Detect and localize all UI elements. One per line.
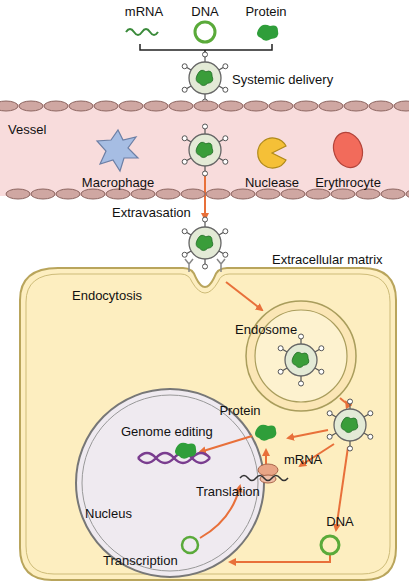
- escape-arrow: [340, 398, 346, 403]
- ligand: [223, 64, 228, 69]
- endosome-outline: [245, 300, 357, 412]
- ligand: [182, 252, 187, 257]
- particle-shell: [189, 62, 221, 94]
- nanoparticle: [182, 217, 228, 269]
- route-label: Systemic delivery: [232, 72, 333, 87]
- endocytosis-arrow: [226, 282, 262, 310]
- particle-shell: [334, 409, 366, 441]
- ligand-stem: [187, 251, 191, 254]
- cargo-core: [196, 235, 213, 250]
- blood-component-label: Nuclease: [245, 175, 299, 190]
- translation-arrow: [265, 450, 267, 464]
- node-label: Endosome: [235, 322, 297, 337]
- dna-plasmid-icon: [321, 536, 339, 554]
- ligand-stem: [187, 233, 191, 236]
- ligand-stem: [204, 222, 205, 227]
- particle-shell: [189, 227, 221, 259]
- node-label: Genome editing: [121, 424, 213, 439]
- cargo-core: [196, 70, 213, 85]
- ligand-stem: [219, 233, 223, 236]
- release-protein-arrow: [288, 430, 328, 438]
- ligand-stem: [364, 433, 368, 436]
- node-label: Nucleus: [85, 506, 132, 521]
- ligand-stem: [219, 86, 223, 89]
- ligand: [348, 446, 353, 451]
- ligand: [182, 229, 187, 234]
- step-label: Extravasation: [112, 205, 191, 220]
- ligand: [368, 434, 373, 439]
- dna-plasmid-icon: [195, 22, 215, 42]
- ligand: [182, 87, 187, 92]
- nanoparticle: [182, 52, 228, 104]
- cargo-label: Protein: [245, 4, 286, 19]
- step-label: Translation: [196, 484, 260, 499]
- ligand: [327, 411, 332, 416]
- ligand: [327, 434, 332, 439]
- ligand-stem: [349, 441, 350, 446]
- ligand: [223, 252, 228, 257]
- node-label: Transcription: [103, 553, 178, 568]
- mrna-icon: [126, 29, 158, 35]
- ligand-stem: [187, 68, 191, 71]
- node-label: Vessel: [8, 122, 46, 137]
- step-label: Endocytosis: [72, 288, 142, 303]
- nanoparticle: [327, 399, 373, 451]
- nucleus-inner: [82, 395, 258, 571]
- cell-membrane: [20, 268, 396, 580]
- ligand-stem: [364, 415, 368, 418]
- ligand: [368, 411, 373, 416]
- ligand: [182, 64, 187, 69]
- ligand-stem: [187, 86, 191, 89]
- ligand-stem: [349, 404, 350, 409]
- ligand-stem: [332, 433, 336, 436]
- ligand-stem: [219, 68, 223, 71]
- nucleus-outer: [76, 389, 264, 577]
- dna-to-nucleus-arrow: [230, 555, 330, 562]
- ligand: [203, 264, 208, 269]
- vessel-wall-layer: [0, 101, 409, 199]
- blood-component-label: Macrophage: [82, 175, 154, 190]
- receptor: [185, 259, 225, 272]
- cargo-label: DNA: [326, 514, 353, 529]
- region-label: Extracellular matrix: [272, 252, 383, 267]
- ligand: [223, 87, 228, 92]
- ligand: [203, 52, 208, 57]
- ligand: [223, 229, 228, 234]
- endosome: Endosome: [245, 300, 357, 412]
- ligand: [348, 399, 353, 404]
- ligand: [203, 217, 208, 222]
- cargo-label: mRNA: [125, 4, 163, 19]
- cargo-bracket: [140, 44, 272, 57]
- ligand-stem: [332, 415, 336, 418]
- ligand-stem: [204, 57, 205, 62]
- protein-icon: [257, 25, 278, 41]
- cargo-label: DNA: [191, 4, 218, 19]
- cargo-core: [341, 417, 358, 432]
- cargo-label: mRNA: [284, 452, 322, 467]
- protein-icon: [255, 425, 276, 441]
- endosome-outer: [246, 301, 356, 411]
- cargo-label: Protein: [219, 403, 260, 418]
- blood-component-label: Erythrocyte: [315, 175, 381, 190]
- ligand-stem: [204, 259, 205, 264]
- ligand-stem: [204, 94, 205, 99]
- ligand-stem: [219, 251, 223, 254]
